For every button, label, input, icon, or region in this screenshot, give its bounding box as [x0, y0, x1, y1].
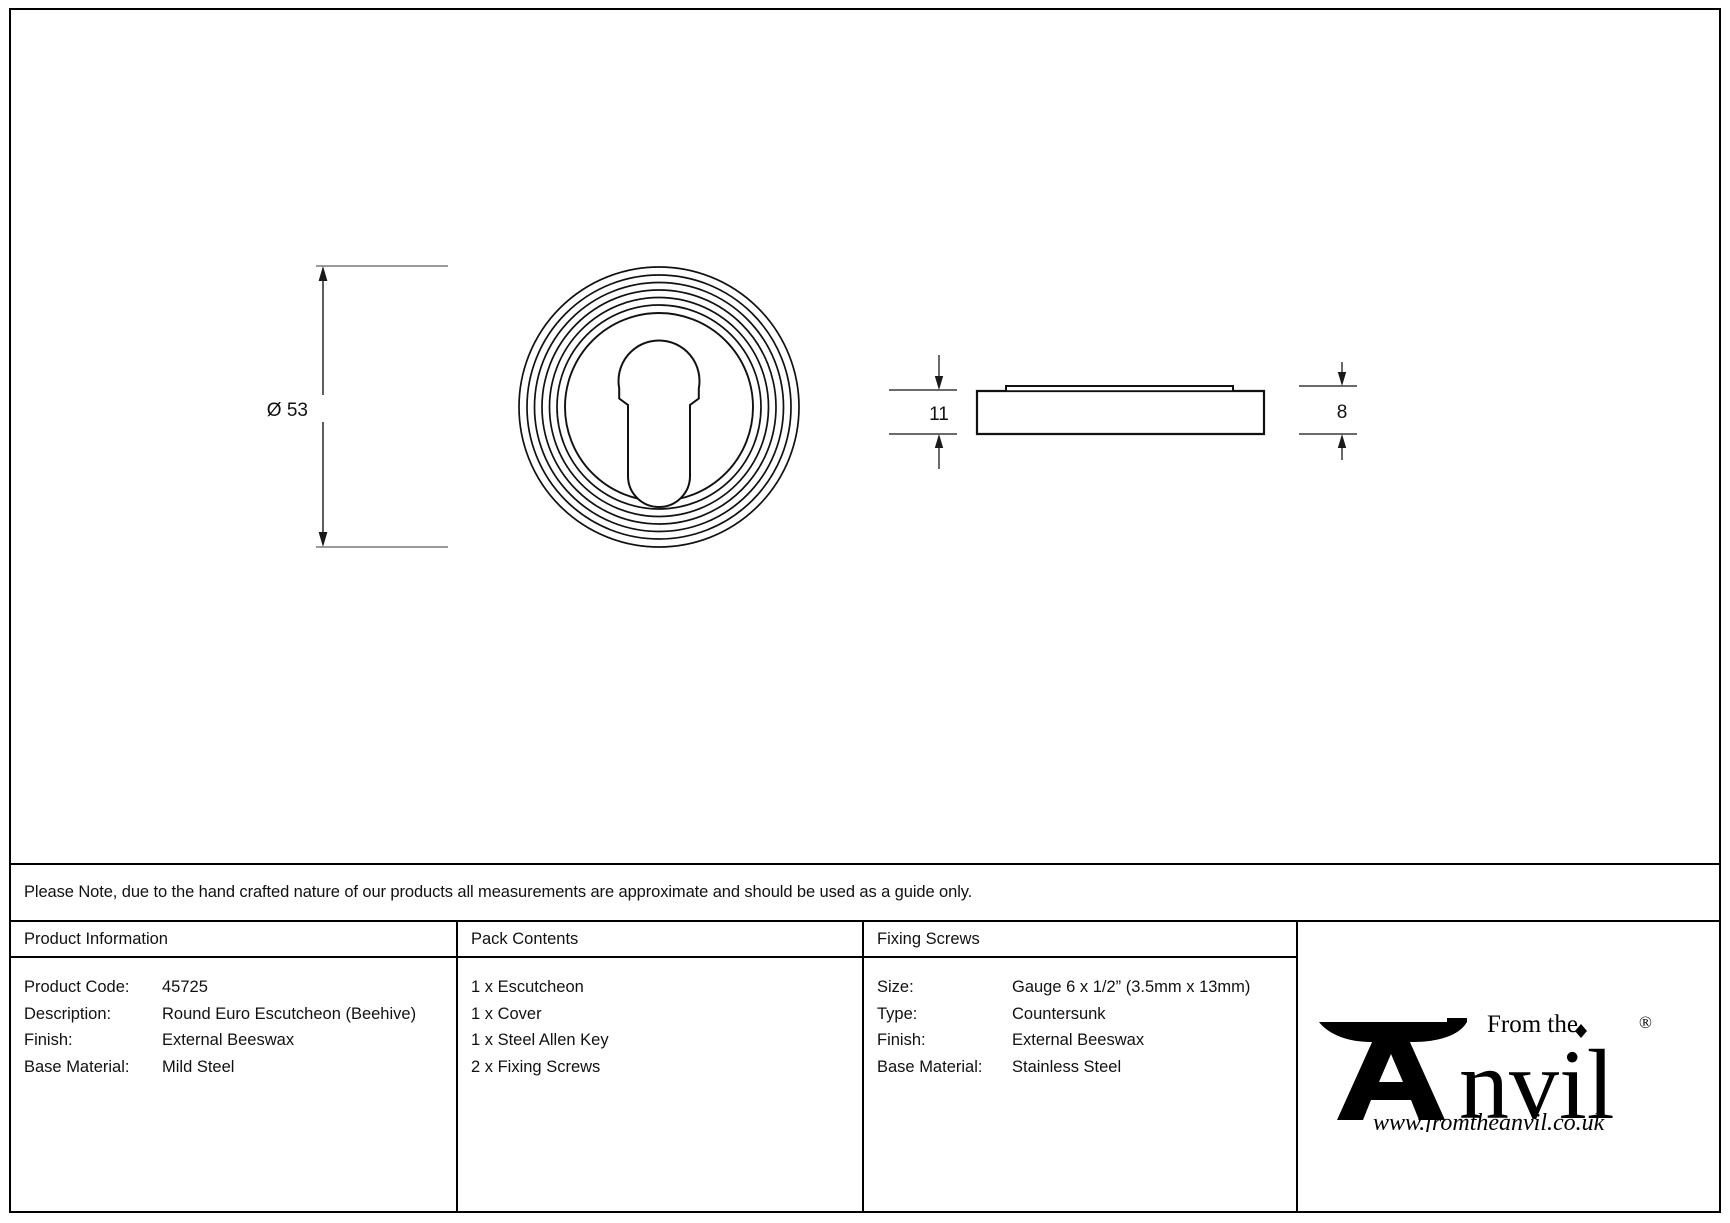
list-item: 2 x Fixing Screws	[471, 1057, 601, 1076]
from-the-anvil-logo-svg: From the nvil ® www.fromtheanvil.co.uk	[1318, 1011, 1652, 1132]
row-value: External Beeswax	[1012, 1031, 1145, 1049]
logo-website: www.fromtheanvil.co.uk	[1373, 1110, 1605, 1132]
table-row: Finish: External Beeswax	[877, 1027, 1296, 1054]
registered-trademark-icon: ®	[1639, 1013, 1652, 1032]
row-value: Gauge 6 x 1/2” (3.5mm x 13mm)	[1012, 978, 1251, 996]
table-row: Type: Countersunk	[877, 1001, 1296, 1028]
list-item: 1 x Escutcheon	[471, 978, 584, 996]
list-item: 1 x Steel Allen Key	[471, 1031, 609, 1049]
escutcheon-side-view	[975, 385, 1266, 436]
specification-table: Product Information Product Code: 45725 …	[11, 922, 1719, 1211]
row-value: 45725	[162, 978, 208, 996]
depth-dimension	[889, 355, 957, 469]
anvil-icon	[1318, 1017, 1467, 1120]
row-label: Finish:	[877, 1031, 926, 1049]
pack-contents-body: 1 x Escutcheon 1 x Cover 1 x Steel Allen…	[458, 958, 862, 1080]
product-information-column: Product Information Product Code: 45725 …	[11, 922, 458, 1211]
row-label: Size:	[877, 978, 914, 996]
depth-dimension-label: 11	[929, 404, 949, 425]
product-information-header: Product Information	[11, 922, 456, 958]
pack-contents-header: Pack Contents	[458, 922, 862, 958]
row-value: External Beeswax	[162, 1031, 295, 1049]
rose-thickness-dimension	[1299, 362, 1357, 460]
pack-contents-column: Pack Contents 1 x Escutcheon 1 x Cover 1…	[458, 922, 864, 1211]
table-row: Product Code: 45725	[24, 974, 456, 1001]
fixing-screws-body: Size: Gauge 6 x 1/2” (3.5mm x 13mm) Type…	[864, 958, 1296, 1080]
row-label: Product Code:	[24, 978, 130, 996]
table-row: Base Material: Stainless Steel	[877, 1054, 1296, 1081]
technical-drawing-area: Ø 53	[11, 10, 1719, 863]
table-row: Size: Gauge 6 x 1/2” (3.5mm x 13mm)	[877, 974, 1296, 1001]
row-label: Finish:	[24, 1031, 73, 1049]
diameter-dimension	[316, 265, 448, 548]
logo-brand: nvil	[1459, 1029, 1615, 1132]
rose-thickness-label: 8	[1337, 402, 1348, 423]
technical-drawing-svg: Ø 53	[267, 265, 1357, 548]
brand-logo-column: From the nvil ® www.fromtheanvil.co.uk	[1298, 922, 1719, 1211]
row-label: Description:	[24, 1004, 112, 1023]
spec-sheet: Ø 53	[9, 8, 1721, 1213]
fixing-screws-header: Fixing Screws	[864, 922, 1296, 958]
row-value: Countersunk	[1012, 1004, 1106, 1023]
row-label: Base Material:	[877, 1057, 983, 1076]
row-label: Type:	[877, 1004, 918, 1023]
escutcheon-front-view	[518, 266, 800, 548]
row-label: Base Material:	[24, 1057, 130, 1076]
disclaimer-text: Please Note, due to the hand crafted nat…	[24, 883, 973, 901]
product-information-body: Product Code: 45725 Description: Round E…	[11, 958, 456, 1080]
diamond-icon	[1574, 1023, 1587, 1038]
brand-logo: From the nvil ® www.fromtheanvil.co.uk	[1298, 922, 1719, 1211]
list-item: 1 x Cover	[471, 1004, 542, 1023]
table-row: Base Material: Mild Steel	[24, 1054, 456, 1081]
table-row: Description: Round Euro Escutcheon (Beeh…	[24, 1001, 456, 1028]
table-row: Finish: External Beeswax	[24, 1027, 456, 1054]
row-value: Round Euro Escutcheon (Beehive)	[162, 1004, 417, 1023]
disclaimer-strip: Please Note, due to the hand crafted nat…	[11, 863, 1719, 922]
row-value: Stainless Steel	[1012, 1057, 1122, 1076]
diameter-dimension-label: Ø 53	[267, 400, 308, 421]
row-value: Mild Steel	[162, 1057, 235, 1076]
logo-tagline: From the	[1487, 1011, 1578, 1038]
fixing-screws-column: Fixing Screws Size: Gauge 6 x 1/2” (3.5m…	[864, 922, 1298, 1211]
